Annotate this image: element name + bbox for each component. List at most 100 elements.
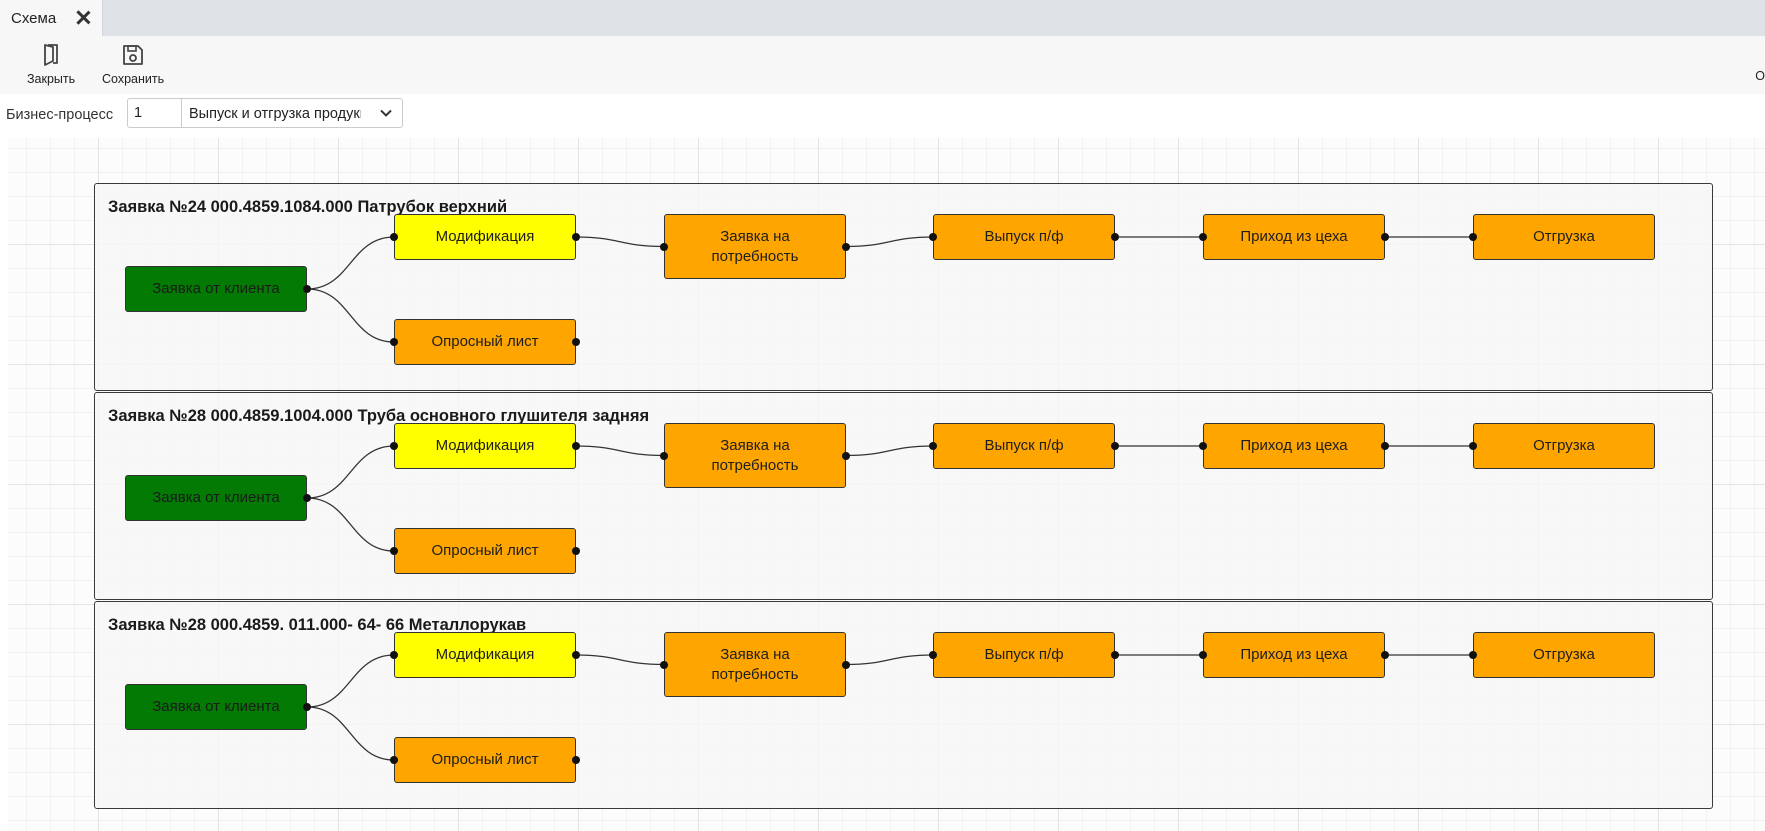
process-group[interactable]: Заявка №28 000.4859. 011.000- 64- 66 Мет…: [94, 601, 1713, 809]
toolbar-right-label[interactable]: О: [1755, 69, 1765, 83]
output-port[interactable]: [1111, 233, 1119, 241]
node-semi-product-release[interactable]: Выпуск п/ф: [933, 423, 1115, 469]
save-button-label: Сохранить: [102, 72, 165, 86]
node-shop-income[interactable]: Приход из цеха: [1203, 214, 1385, 260]
input-port[interactable]: [390, 338, 398, 346]
node-shipment[interactable]: Отгрузка: [1473, 632, 1655, 678]
output-port[interactable]: [303, 494, 311, 502]
node-shop-income[interactable]: Приход из цеха: [1203, 632, 1385, 678]
node-questionnaire[interactable]: Опросный лист: [394, 737, 576, 783]
node-label: Приход из цеха: [1240, 437, 1348, 454]
output-port[interactable]: [572, 442, 580, 450]
output-port[interactable]: [572, 338, 580, 346]
output-port[interactable]: [1381, 233, 1389, 241]
input-port[interactable]: [1469, 442, 1477, 450]
input-port[interactable]: [660, 242, 668, 251]
connector-client-questionnaire: [306, 497, 395, 552]
input-port[interactable]: [1199, 442, 1207, 450]
output-port[interactable]: [1111, 442, 1119, 450]
door-exit-icon: [44, 44, 58, 66]
input-port[interactable]: [660, 660, 668, 669]
node-label: Отгрузка: [1533, 646, 1595, 663]
node-label-line2: потребность: [711, 665, 799, 683]
node-modification[interactable]: Модификация: [394, 214, 576, 260]
close-tab-icon[interactable]: [74, 8, 92, 26]
input-port[interactable]: [1469, 651, 1477, 659]
node-client-request[interactable]: Заявка от клиента: [125, 266, 307, 312]
node-shipment[interactable]: Отгрузка: [1473, 214, 1655, 260]
node-questionnaire[interactable]: Опросный лист: [394, 528, 576, 574]
output-port[interactable]: [842, 242, 850, 251]
input-port[interactable]: [929, 442, 937, 450]
node-client-request[interactable]: Заявка от клиента: [125, 684, 307, 730]
node-label-line1: Заявка на: [720, 436, 790, 454]
output-port[interactable]: [572, 233, 580, 241]
node-demand-request[interactable]: Заявка на потребность: [664, 214, 846, 279]
input-port[interactable]: [390, 233, 398, 241]
connector-demand-release: [845, 445, 934, 457]
connector-modification-demand: [575, 654, 665, 666]
input-port[interactable]: [660, 451, 668, 460]
output-port[interactable]: [572, 547, 580, 555]
connector-modification-demand: [575, 445, 665, 457]
node-label: Модификация: [435, 646, 535, 663]
connector-demand-release: [845, 654, 934, 666]
close-button-label: Закрыть: [27, 72, 76, 86]
connector-modification-demand: [575, 236, 665, 248]
output-port[interactable]: [572, 756, 580, 764]
node-label: Опросный лист: [431, 333, 539, 350]
node-label: Опросный лист: [431, 542, 539, 559]
output-port[interactable]: [1111, 651, 1119, 659]
group-title: Заявка №28 000.4859. 011.000- 64- 66 Мет…: [108, 616, 527, 634]
node-demand-request[interactable]: Заявка на потребность: [664, 423, 846, 488]
close-button[interactable]: Закрыть: [27, 42, 75, 92]
group-title: Заявка №24 000.4859.1084.000 Патрубок ве…: [108, 198, 508, 216]
input-port[interactable]: [929, 651, 937, 659]
node-shipment[interactable]: Отгрузка: [1473, 423, 1655, 469]
node-label: Модификация: [435, 228, 535, 245]
node-semi-product-release[interactable]: Выпуск п/ф: [933, 632, 1115, 678]
node-questionnaire[interactable]: Опросный лист: [394, 319, 576, 365]
business-process-label: Бизнес-процесс: [6, 107, 114, 123]
process-group[interactable]: Заявка №28 000.4859.1004.000 Труба основ…: [94, 392, 1713, 600]
node-label-line2: потребность: [711, 247, 799, 265]
input-port[interactable]: [929, 233, 937, 241]
chevron-down-icon: [380, 109, 392, 117]
node-label: Выпуск п/ф: [984, 228, 1064, 245]
node-modification[interactable]: Модификация: [394, 423, 576, 469]
output-port[interactable]: [572, 651, 580, 659]
node-label: Приход из цеха: [1240, 228, 1348, 245]
output-port[interactable]: [842, 451, 850, 460]
node-modification[interactable]: Модификация: [394, 632, 576, 678]
node-label: Заявка от клиента: [152, 698, 280, 715]
input-port[interactable]: [1199, 651, 1207, 659]
connector-client-modification: [306, 654, 395, 708]
node-client-request[interactable]: Заявка от клиента: [125, 475, 307, 521]
input-port[interactable]: [390, 756, 398, 764]
input-port[interactable]: [390, 442, 398, 450]
output-port[interactable]: [1381, 442, 1389, 450]
business-process-select[interactable]: Выпуск и отгрузка продукции: [182, 98, 403, 128]
output-port[interactable]: [303, 285, 311, 293]
node-shop-income[interactable]: Приход из цеха: [1203, 423, 1385, 469]
node-label: Заявка от клиента: [152, 489, 280, 506]
business-process-number-input[interactable]: [127, 98, 182, 128]
node-label: Опросный лист: [431, 751, 539, 768]
output-port[interactable]: [1381, 651, 1389, 659]
node-semi-product-release[interactable]: Выпуск п/ф: [933, 214, 1115, 260]
node-label-line1: Заявка на: [720, 227, 790, 245]
output-port[interactable]: [842, 660, 850, 669]
connector-client-questionnaire: [306, 288, 395, 343]
input-port[interactable]: [390, 547, 398, 555]
process-group[interactable]: Заявка №24 000.4859.1084.000 Патрубок ве…: [94, 183, 1713, 391]
connector-client-questionnaire: [306, 706, 395, 761]
input-port[interactable]: [1199, 233, 1207, 241]
save-button[interactable]: Сохранить: [102, 42, 164, 92]
input-port[interactable]: [1469, 233, 1477, 241]
node-label-line2: потребность: [711, 456, 799, 474]
output-port[interactable]: [303, 703, 311, 711]
tab-schema[interactable]: Схема: [0, 0, 103, 36]
input-port[interactable]: [390, 651, 398, 659]
